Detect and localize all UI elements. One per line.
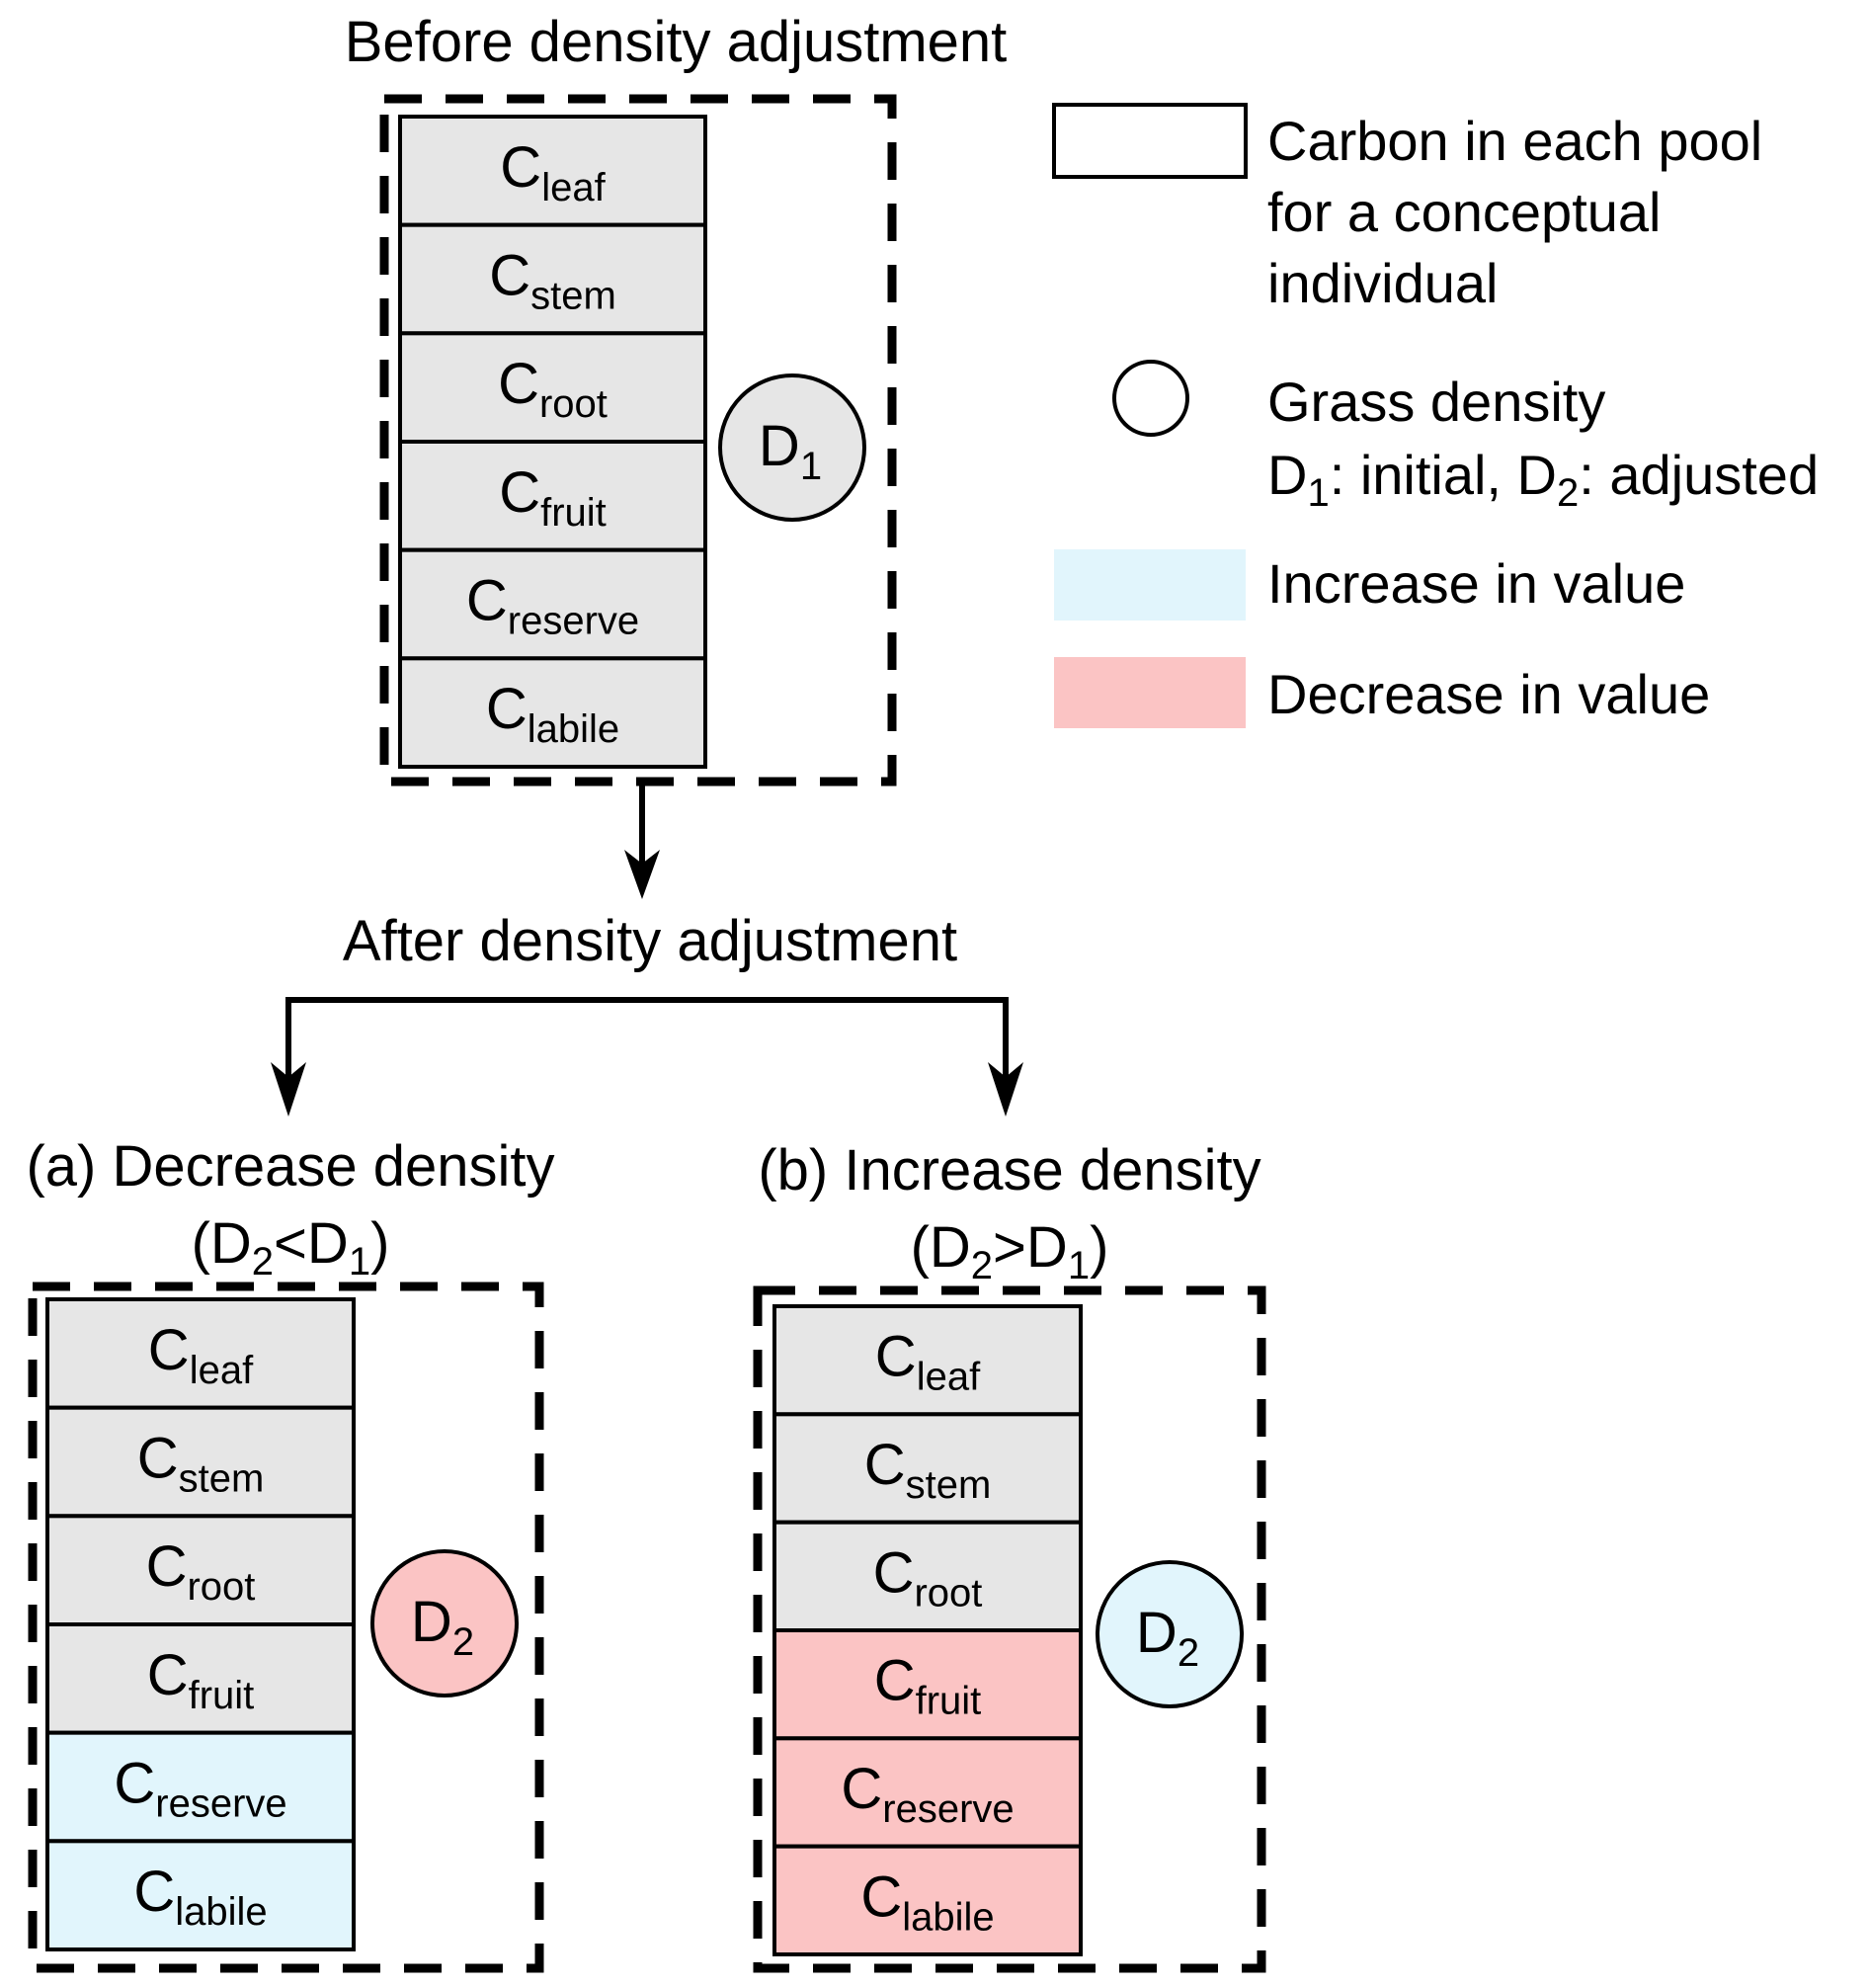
pool-cell-leaf: [772, 1304, 1083, 1417]
density-label: D2: [1136, 1601, 1199, 1675]
arrow-down-icon: [624, 850, 660, 899]
panel-b-label: (b) Increase density: [758, 1138, 1260, 1202]
pool-cell-stem: [398, 222, 707, 336]
pool-label-reserve: Creserve: [466, 569, 639, 643]
pool-label-reserve: Creserve: [841, 1757, 1014, 1831]
density-circle-shape: [718, 373, 866, 522]
pool-label-fruit: Cfruit: [499, 460, 607, 535]
legend-pool-text-1: Carbon in each pool: [1267, 110, 1762, 172]
pool-label-leaf: Cleaf: [148, 1318, 254, 1392]
density-circle-shape: [370, 1549, 519, 1698]
pool-label-reserve: Creserve: [114, 1752, 286, 1826]
pool-label-leaf: Cleaf: [875, 1325, 981, 1399]
pool-cell-root: [772, 1520, 1083, 1632]
pool-label-root: Croot: [146, 1534, 256, 1609]
after-title: After density adjustment: [343, 909, 957, 973]
arrow-down-icon-left: [271, 1062, 306, 1117]
pool-label-labile: Clabile: [486, 677, 619, 751]
arrow-down-icon-right: [988, 1062, 1023, 1117]
legend-pool-text-2: for a conceptual: [1267, 181, 1661, 243]
before-density-circle: D1: [718, 373, 866, 522]
panel-b-condition: (D2>D1): [911, 1215, 1109, 1287]
panel-a-density-circle: D2: [370, 1549, 519, 1698]
legend-increase-swatch: [1054, 549, 1246, 621]
pool-label-root: Croot: [498, 352, 608, 426]
pool-label-leaf: Cleaf: [500, 135, 606, 209]
branch-connector: [285, 997, 1009, 1087]
pool-label-root: Croot: [873, 1540, 983, 1615]
legend-pool-swatch: [1052, 103, 1248, 179]
pool-label-stem: Cstem: [137, 1427, 265, 1501]
pool-label-stem: Cstem: [489, 244, 616, 318]
panel-b-box: [753, 1285, 1266, 1973]
pool-cell-fruit: [772, 1628, 1083, 1741]
pool-label-labile: Clabile: [133, 1860, 267, 1934]
legend-density-text-2: D1: initial, D2: adjusted: [1267, 444, 1819, 515]
pool-cell-labile: [772, 1844, 1083, 1956]
before-title: Before density adjustment: [345, 10, 1008, 74]
pool-cell-fruit: [398, 440, 707, 552]
legend-density-text-1: Grass density: [1267, 371, 1605, 433]
pool-cell-reserve: [398, 547, 707, 661]
density-circle-shape: [1096, 1560, 1244, 1708]
panel-a-label: (a) Decrease density: [26, 1134, 554, 1199]
pool-label-fruit: Cfruit: [874, 1649, 982, 1723]
panel-a-condition: (D2<D1): [192, 1211, 390, 1284]
panel-b-density-circle: D2: [1096, 1560, 1244, 1708]
legend: Carbon in each pool for a conceptual ind…: [1052, 103, 1819, 728]
legend-decrease-swatch: [1054, 657, 1246, 728]
legend-decrease-text: Decrease in value: [1267, 663, 1710, 725]
pool-cell-labile: [398, 656, 707, 769]
pool-cell-stem: [45, 1405, 356, 1519]
pool-cell-reserve: [45, 1730, 356, 1844]
legend-circle-icon: [1112, 360, 1189, 437]
pool-cell-reserve: [772, 1736, 1083, 1849]
pool-cell-leaf: [45, 1297, 356, 1410]
pool-cell-labile: [45, 1839, 356, 1952]
density-label: D2: [411, 1590, 474, 1664]
panel-a-box: [28, 1282, 544, 1973]
density-label: D1: [759, 414, 822, 488]
pool-label-stem: Cstem: [864, 1433, 992, 1507]
pool-label-fruit: Cfruit: [147, 1643, 255, 1717]
pool-cell-root: [398, 331, 707, 445]
before-individual-box: [379, 94, 897, 787]
legend-pool-text-3: individual: [1267, 252, 1499, 314]
pool-label-labile: Clabile: [860, 1864, 994, 1939]
legend-increase-text: Increase in value: [1267, 552, 1685, 615]
